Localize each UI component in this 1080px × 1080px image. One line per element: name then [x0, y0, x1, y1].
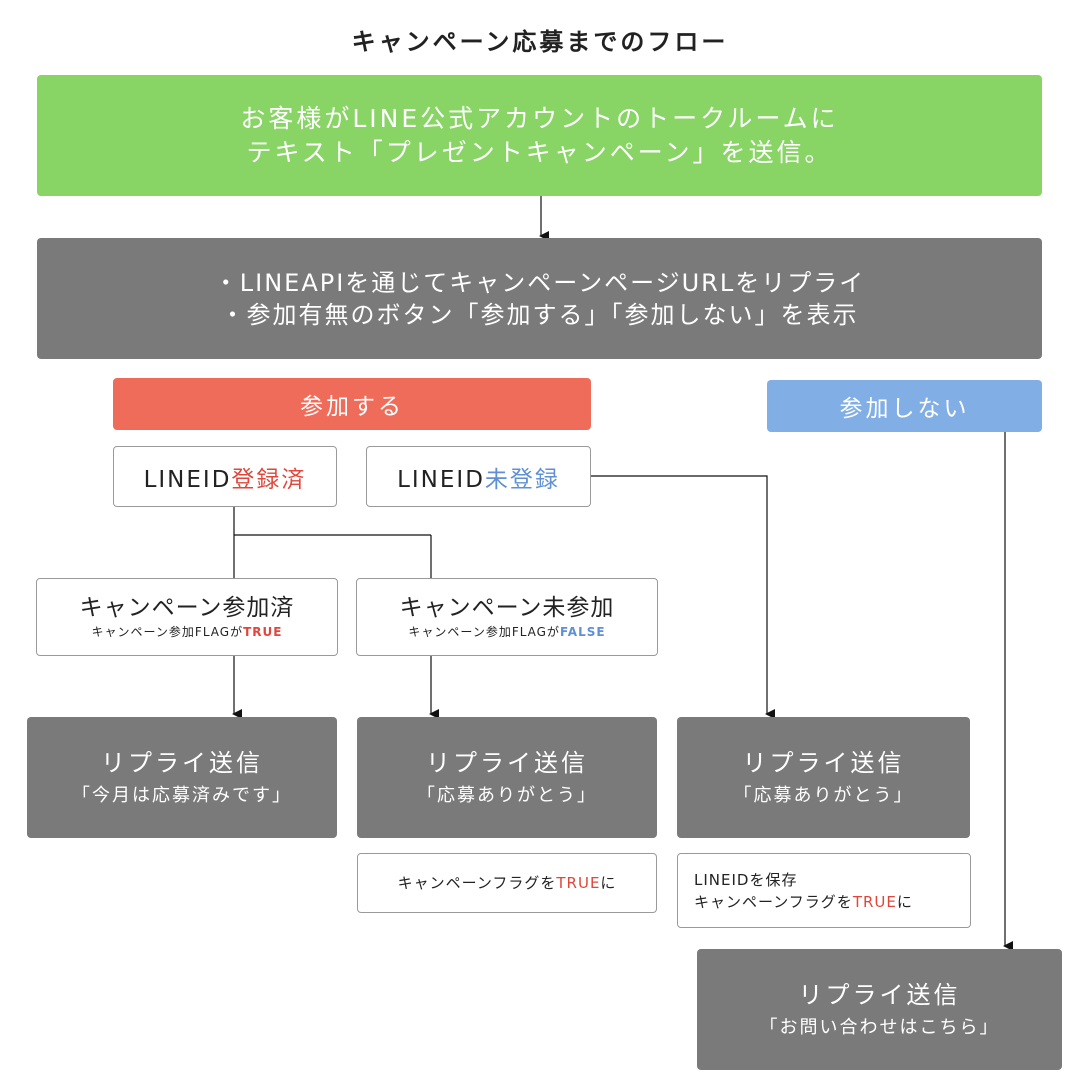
note-flag-value: TRUE: [556, 874, 601, 892]
reply-title: リプライ送信: [426, 748, 588, 777]
note-save-lineid: LINEIDを保存 キャンペーンフラグをTRUEに: [677, 853, 971, 928]
reply-message: 「今月は応募済みです」: [72, 784, 292, 806]
note-flag-suffix: に: [600, 874, 617, 892]
reply-contact: リプライ送信 「お問い合わせはこちら」: [697, 949, 1062, 1070]
registered-status: 登録済: [231, 466, 307, 493]
step-send-text-line2: テキスト「プレゼントキャンペーン」を送信。: [246, 137, 833, 167]
reply-thanks-joined: リプライ送信 「応募ありがとう」: [357, 717, 657, 838]
lineid-registered-box: LINEID登録済: [113, 446, 337, 507]
reply-title: リプライ送信: [742, 748, 905, 777]
reply-message: 「応募ありがとう」: [417, 784, 597, 806]
campaign-joined-title: キャンペーン参加済: [79, 595, 295, 621]
lineid-label: LINEID: [397, 466, 485, 493]
note-set-flag: キャンペーンフラグをTRUEに: [357, 853, 657, 913]
join-button[interactable]: 参加する: [113, 378, 591, 430]
note-flag-prefix: キャンペーンフラグを: [397, 874, 557, 892]
reply-thanks-new: リプライ送信 「応募ありがとう」: [677, 717, 970, 838]
unregistered-status: 未登録: [484, 466, 560, 493]
step-reply-url-line2: ・参加有無のボタン「参加する」「参加しない」を表示: [220, 300, 859, 329]
note-save-suffix: に: [896, 892, 913, 911]
note-save-prefix: キャンペーンフラグを: [694, 892, 853, 911]
campaign-not-joined-title: キャンペーン未参加: [399, 595, 615, 621]
reply-message: 「お問い合わせはこちら」: [759, 1016, 1000, 1038]
reply-title: リプライ送信: [798, 980, 961, 1009]
campaign-joined-box: キャンペーン参加済 キャンペーン参加FLAGがTRUE: [36, 578, 338, 656]
flag-true: TRUE: [243, 625, 283, 639]
lineid-label: LINEID: [143, 466, 232, 493]
campaign-not-joined-box: キャンペーン未参加 キャンペーン参加FLAGがFALSE: [356, 578, 658, 656]
step-send-text-line1: お客様がLINE公式アカウントのトークルームに: [240, 103, 839, 133]
reply-already-applied: リプライ送信 「今月は応募済みです」: [27, 717, 337, 838]
arrow-unregistered-to-reply: [591, 475, 775, 719]
lineid-unregistered-box: LINEID未登録: [366, 446, 591, 507]
note-save-value: TRUE: [852, 892, 897, 911]
reply-message: 「応募ありがとう」: [733, 784, 914, 806]
campaign-not-joined-sub: キャンペーン参加FLAGが: [408, 625, 560, 639]
note-save-line1: LINEIDを保存: [694, 870, 798, 889]
campaign-joined-sub: キャンペーン参加FLAGが: [91, 625, 244, 639]
step-reply-url: ・LINEAPIを通じてキャンペーンページURLをリプライ ・参加有無のボタン「…: [37, 238, 1042, 359]
flag-false: FALSE: [559, 625, 606, 639]
reply-title: リプライ送信: [101, 748, 263, 777]
not-join-button[interactable]: 参加しない: [767, 380, 1042, 432]
step-reply-url-line1: ・LINEAPIを通じてキャンペーンページURLをリプライ: [213, 268, 866, 297]
page-title: キャンペーン応募までのフロー: [351, 28, 729, 56]
step-send-text: お客様がLINE公式アカウントのトークルームに テキスト「プレゼントキャンペーン…: [37, 75, 1042, 196]
